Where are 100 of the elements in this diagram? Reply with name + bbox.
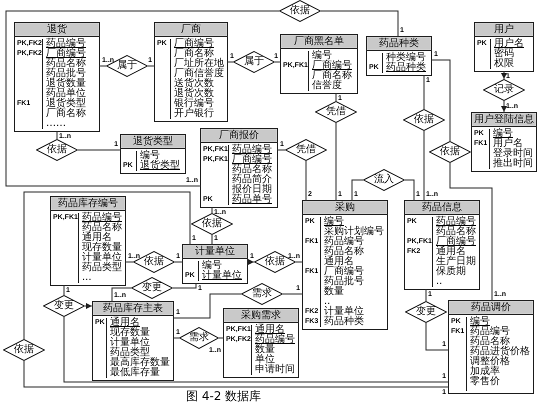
attribute-name: 零售价 [470,377,500,387]
attribute-name: 推出时间 [493,159,533,169]
connector-line [24,192,190,340]
relationship-diamond [403,109,445,131]
connector-line [426,322,448,350]
table-title: 退货 [15,23,99,37]
connector-line [174,294,242,318]
attribute-name: 登录时间 [493,149,533,159]
attribute-name: 药品批号 [324,277,364,287]
attribute-name: 最高库存数量 [110,358,170,368]
entity-table [223,308,299,378]
attribute-name: 加成率 [470,367,500,377]
relationship-diamond [285,139,327,161]
table-title: 用户登陆信息 [472,113,536,127]
table-title: 用户 [475,23,533,37]
attribute-name: 计量单位 [82,253,122,263]
attribute-name: 生产日期 [436,257,476,267]
attribute-name: 调整价格 [470,357,510,367]
attribute-name: 计量单位 [324,307,364,317]
attribute-name: 药品进货价格 [470,347,530,357]
connector-line [450,162,492,300]
attribute-name: 厂商信誉度 [174,69,224,79]
relationship-label: 需求 [252,289,272,299]
relationship-diamond [43,295,85,317]
relationship-diamond [179,327,219,349]
arrow [501,100,507,112]
attribute-name: 权限 [494,59,514,69]
attribute-name: 编号 [493,129,513,139]
relationship-label: 依据 [265,257,285,267]
attribute-name: 银行编号 [174,99,214,109]
relationship-label: 依据 [414,115,434,125]
relationship-label: 依据 [14,345,34,355]
table-title: 采购需求 [224,309,298,323]
relationship-label: 依据 [47,145,67,155]
attribute-name: 药品名称 [436,227,476,237]
relationship-label: 依据 [144,257,164,267]
entity-table [448,300,534,394]
entity-table [471,112,537,172]
entity-table [120,134,186,174]
attribute-name: 通用名 [82,233,112,243]
attribute-name: 药品简介 [232,175,272,185]
entity-table [154,22,228,122]
attribute-name: 编号 [202,261,222,271]
attribute-name: 保质期 [436,267,466,277]
attribute-name: 厂商编号 [436,237,476,247]
attribute-name: 编号 [324,217,344,227]
attribute-name: 厂商编号 [232,155,272,165]
attribute-name: 通用名 [255,325,285,335]
entity-table [404,200,480,290]
relationship-label: 属于 [117,61,137,71]
attribute-name: 现存数量 [82,243,122,253]
relationship-label: 属于 [244,57,264,67]
attribute-name: 药品名称 [470,337,510,347]
attribute-name: 编号 [470,317,490,327]
attribute-name: 厂商名称 [46,109,86,119]
entity-table [366,36,432,76]
attribute-name: 申请时间 [255,365,295,375]
attribute-name: 退货类型 [140,161,180,171]
relationship-diamond [405,301,447,323]
connector-line [352,180,364,200]
attribute-name: 计量单位 [110,338,150,348]
connector-line [404,180,414,200]
relationship-diamond [233,51,275,73]
connector-line [64,316,448,382]
attribute-name: 退货次数 [174,89,214,99]
relationship-diamond [36,139,78,161]
attribute-name: 用户名 [493,139,523,149]
attribute-name: 药品类型 [110,348,150,358]
table-title: 采购 [303,201,387,215]
attribute-name: 厂址所在地 [174,59,224,69]
entity-table [50,196,126,286]
table-title: 药品调价 [449,301,533,315]
connector-line [172,284,196,288]
attribute-name: 单位 [255,355,275,365]
attribute-name: .. [436,277,442,287]
attribute-name: 开户银行 [174,109,214,119]
relationship-label: 记录 [494,85,514,95]
attribute-name: 药品单号 [232,195,272,205]
entity-table [474,22,534,72]
attribute-name: 药品编号 [46,39,86,49]
attribute-name: 药品编号 [255,335,295,345]
attribute-name: 信誉度 [312,81,342,91]
entity-table [302,200,388,330]
attribute-name: 药品编号 [324,237,364,247]
attribute-name: 用户名 [494,39,524,49]
attribute-name: 厂商名称 [174,49,214,59]
attribute-name: 数量 [324,287,344,297]
relationship-label: 凭借 [296,145,316,155]
relationship-label: 依据 [440,147,460,157]
relationship-diamond [315,101,357,123]
relationship-label: 变更 [416,307,436,317]
attribute-name: 最低库存量 [110,368,160,378]
table-title: 计量单位 [183,245,247,259]
attribute-name: 通用名 [110,318,140,328]
attribute-name: 药品编号 [82,213,122,223]
relationship-diamond [241,283,283,305]
connector-line [320,10,398,36]
relationship-diamond [483,79,525,101]
entity-table [280,34,358,94]
table-title: 厂商黑名单 [281,35,357,49]
